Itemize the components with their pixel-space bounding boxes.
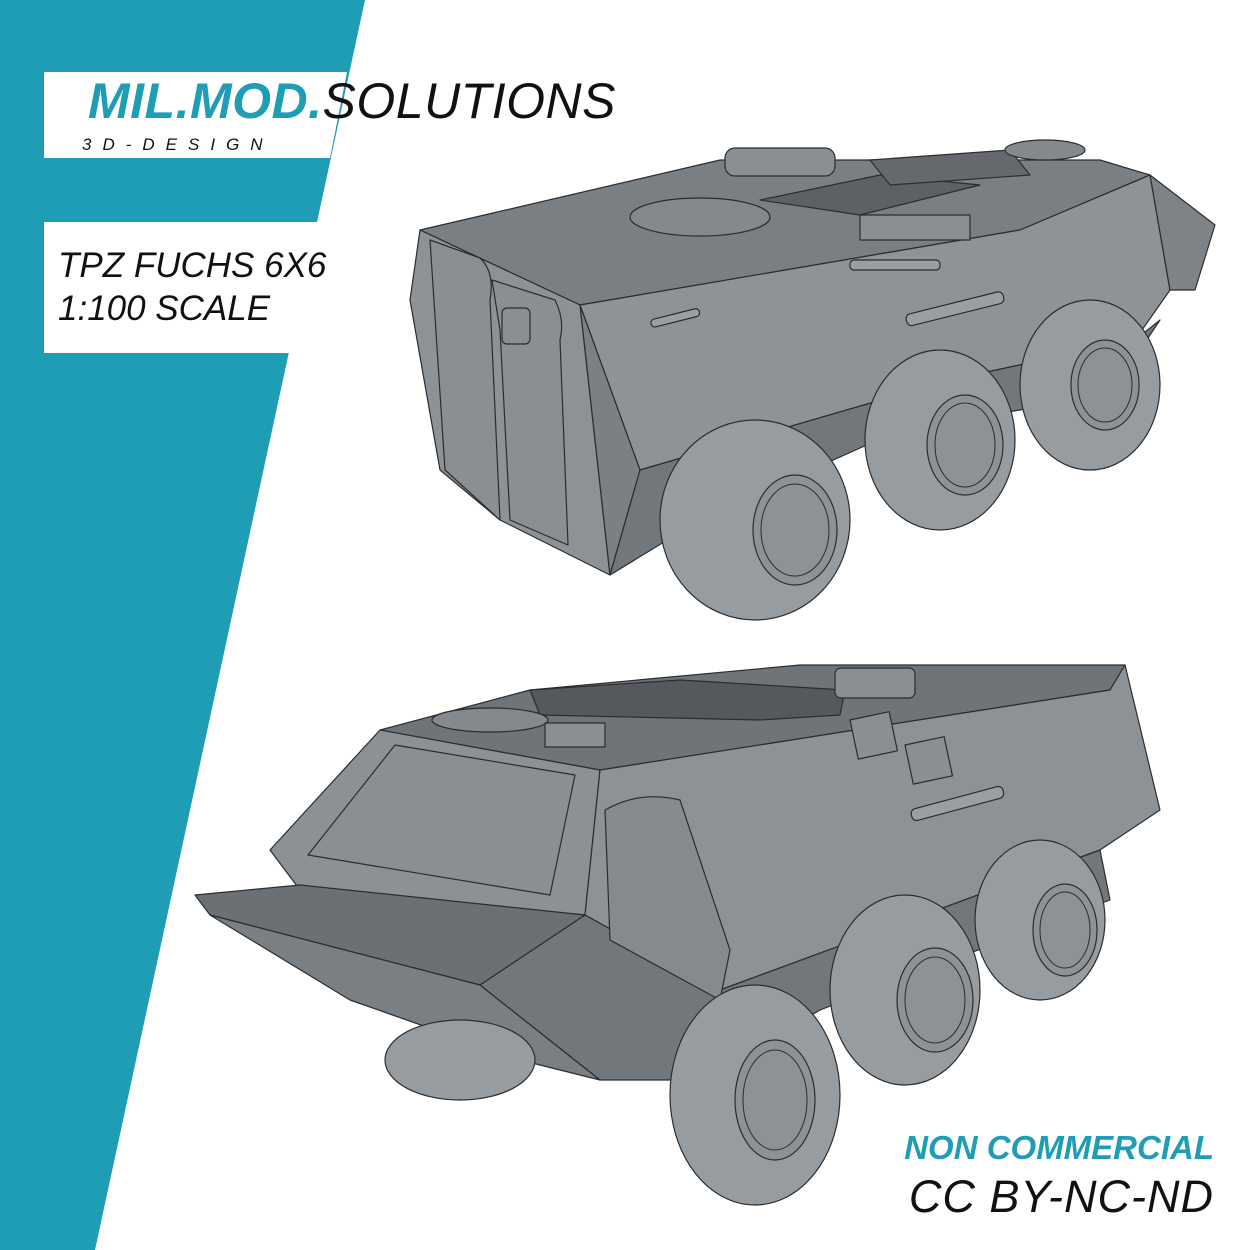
license-block: NON COMMERCIAL CC BY-NC-ND <box>904 1128 1214 1226</box>
brand-tagline: 3D-DESIGN <box>82 135 274 154</box>
product-title-line2: 1:100 SCALE <box>58 289 271 328</box>
product-title: TPZ FUCHS 6X6 1:100 SCALE <box>58 244 326 330</box>
brand-name-rest: SOLUTIONS <box>322 73 616 129</box>
brand-name-accent: MIL.MOD. <box>88 73 323 129</box>
license-usage: NON COMMERCIAL <box>904 1129 1214 1166</box>
license-type: CC BY-NC-ND <box>908 1171 1214 1222</box>
brand-logo: MIL.MOD.SOLUTIONS <box>88 76 616 126</box>
product-title-line1: TPZ FUCHS 6X6 <box>58 246 327 285</box>
